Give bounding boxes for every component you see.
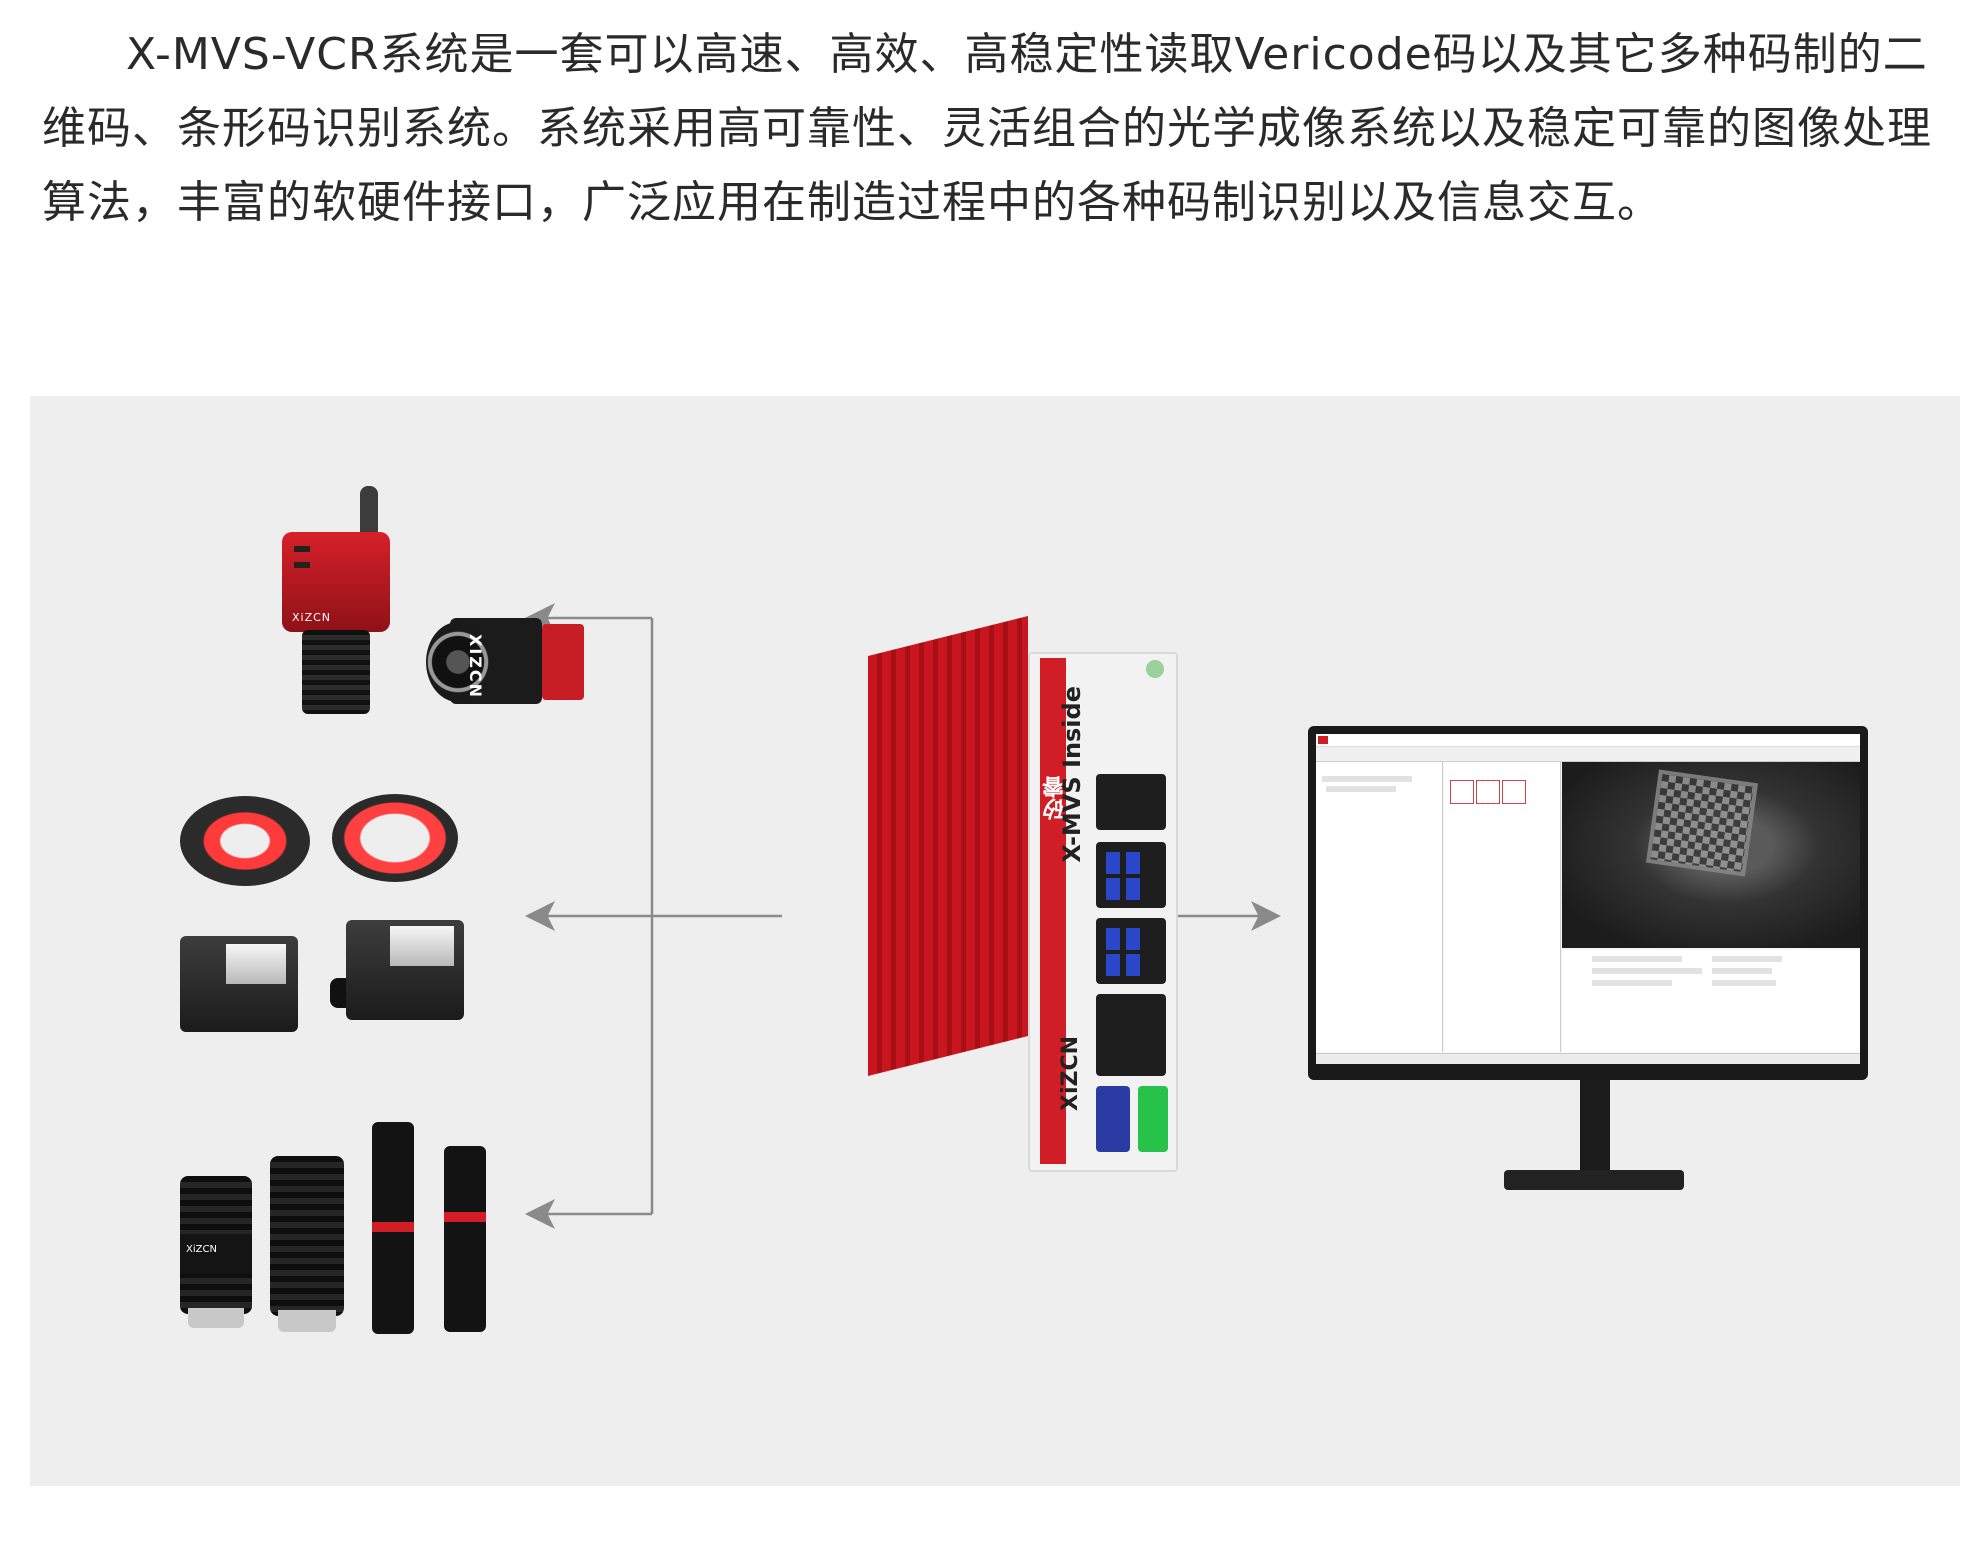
industrial-camera-brand: XIZCN (466, 634, 485, 700)
param-row (1712, 968, 1772, 974)
coaxial-light-1 (180, 936, 298, 1032)
dc-power-terminal (1138, 1086, 1168, 1152)
power-button-icon (1146, 660, 1164, 678)
param-row (1592, 956, 1682, 962)
telecentric-lens-2 (444, 1146, 486, 1332)
usb-port-icon (1106, 954, 1120, 976)
light-window (226, 944, 286, 984)
intro-paragraph: X-MVS-VCR系统是一套可以高速、高效、高稳定性读取Vericode码以及其… (42, 29, 1932, 228)
usb-port-icon (1126, 928, 1140, 950)
smart-camera-body: XiZCN (282, 532, 390, 632)
vga-port (1096, 1086, 1130, 1152)
monitor-base (1504, 1170, 1684, 1190)
light-window (390, 926, 454, 966)
industrial-camera-back (542, 624, 584, 700)
app-toolbar (1316, 747, 1860, 762)
controller-mvs-label: X-MVS Inside (1058, 686, 1086, 863)
tree-row (1322, 776, 1412, 782)
fixed-focal-lens-2 (270, 1156, 344, 1316)
app-title-bar (1316, 734, 1860, 747)
tree-row (1326, 786, 1396, 792)
software-screenshot (1316, 734, 1860, 1064)
controller-red-strip (1040, 658, 1066, 1164)
camera-led (294, 546, 310, 552)
text-tool-icon (1502, 780, 1526, 804)
lens-brand-label: XiZCN (186, 1244, 217, 1255)
camera-brand-label: XiZCN (292, 611, 332, 624)
controller-brand-label: XiZCN (1058, 1036, 1083, 1112)
captured-image-view (1562, 762, 1860, 948)
lens-mount (278, 1310, 336, 1332)
app-tool-pane (1444, 762, 1561, 1052)
com-ports (1096, 994, 1166, 1076)
system-diagram-panel: XiZCN XIZCN XiZCN 矽睿 X-MVS Inside XiZCN (30, 396, 1960, 1486)
lens-label-band (180, 1234, 252, 1274)
usb-ports-1 (1096, 842, 1166, 908)
lan-ports (1096, 774, 1166, 830)
camera-led (294, 562, 310, 568)
usb-port-icon (1126, 954, 1140, 976)
usb-port-icon (1106, 852, 1120, 874)
app-logo-icon (1318, 736, 1328, 744)
param-row (1712, 980, 1776, 986)
usb-port-icon (1106, 878, 1120, 900)
param-row (1712, 956, 1782, 962)
monitor-stand (1580, 1080, 1610, 1174)
usb-port-icon (1126, 878, 1140, 900)
ring-light-small (332, 794, 458, 882)
camera-lens-barrel (302, 630, 370, 714)
tool-thumbnail-icon (1476, 780, 1500, 804)
app-parameter-pane (1562, 950, 1860, 1052)
telecentric-lens-ring (444, 1212, 486, 1222)
param-row (1592, 980, 1672, 986)
usb-ports-2 (1096, 918, 1166, 984)
datamatrix-code (1645, 769, 1759, 877)
param-row (1592, 968, 1702, 974)
telecentric-lens-ring (372, 1222, 414, 1232)
lens-mount (188, 1308, 244, 1328)
industrial-camera-mount (426, 622, 490, 702)
tool-thumbnail-icon (1450, 780, 1474, 804)
app-status-bar (1316, 1053, 1860, 1064)
usb-port-icon (1126, 852, 1140, 874)
controller-heatsink (868, 616, 1028, 1076)
usb-port-icon (1106, 928, 1120, 950)
coaxial-light-2 (346, 920, 464, 1020)
app-flow-tree-pane (1316, 762, 1443, 1052)
ring-light-large (180, 796, 310, 886)
